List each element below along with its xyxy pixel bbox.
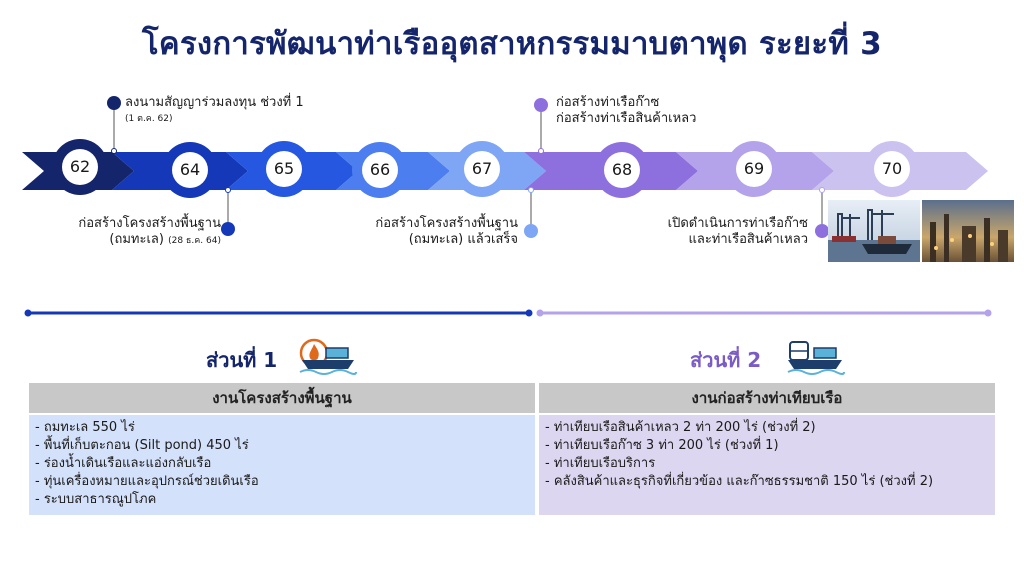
year-circle <box>266 151 302 187</box>
year-circle <box>62 149 98 185</box>
event-date: (1 ต.ค. 62) <box>125 114 173 124</box>
list-item: - ทุ่นเครื่องหมายและอุปกรณ์ช่วยเดินเรือ <box>35 474 259 489</box>
year-label: 70 <box>881 159 903 178</box>
event-text: ก่อสร้างโครงสร้างพื้นฐาน <box>375 216 518 231</box>
event-dot <box>534 98 548 112</box>
event-dot <box>815 224 829 238</box>
event-note-infra-start: ก่อสร้างโครงสร้างพื้นฐาน (ถมทะเล) (28 ธ.… <box>78 216 221 249</box>
list-item: - ร่องน้ำเดินเรือและแอ่งกลับเรือ <box>35 456 212 471</box>
list-item: - ท่าเทียบเรือสินค้าเหลว 2 ท่า 200 ไร่ (… <box>545 420 816 435</box>
event-text: และท่าเรือสินค้าเหลว <box>688 232 808 247</box>
year-label: 68 <box>611 160 633 179</box>
year-label: 66 <box>369 160 391 179</box>
event-date: (28 ธ.ค. 64) <box>168 236 221 246</box>
list-item: - ระบบสาธารณูปโภค <box>35 492 157 507</box>
ship-tank-icon <box>787 341 845 375</box>
list-item: - ท่าเทียบเรือบริการ <box>545 456 656 471</box>
event-note-port-construction: ก่อสร้างท่าเรือก๊าซ ก่อสร้างท่าเรือสินค้… <box>556 95 696 127</box>
event-dot <box>221 222 235 236</box>
event-text: ลงนามสัญญาร่วมลงทุน ช่วงที่ 1 <box>125 95 304 110</box>
event-note-infra-done: ก่อสร้างโครงสร้างพื้นฐาน (ถมทะเล) แล้วเส… <box>375 216 518 248</box>
part1-divider-end <box>24 309 32 317</box>
event-dot <box>524 224 538 238</box>
list-item: - คลังสินค้าและธุรกิจที่เกี่ยวข้อง และก๊… <box>545 474 934 489</box>
list-item: - ท่าเทียบเรือก๊าซ 3 ท่า 200 ไร่ (ช่วงที… <box>545 438 779 453</box>
ship-fire-icon <box>299 338 357 375</box>
event-tick <box>528 187 534 193</box>
port-crane-photo <box>828 200 920 262</box>
event-tick <box>538 148 544 154</box>
year-circle <box>874 151 910 187</box>
part1-divider-end <box>525 309 533 317</box>
part2-divider-end <box>536 309 544 317</box>
year-label: 64 <box>179 160 201 179</box>
year-label: 65 <box>273 159 295 178</box>
event-note-operation: เปิดดำเนินการท่าเรือก๊าซ และท่าเรือสินค้… <box>668 216 808 248</box>
year-circle <box>604 152 640 188</box>
year-label: 67 <box>471 159 493 178</box>
part1-header: งานโครงสร้างพื้นฐาน <box>29 383 535 413</box>
event-note-sign-contract: ลงนามสัญญาร่วมลงทุน ช่วงที่ 1 (1 ต.ค. 62… <box>125 95 304 127</box>
part2-header: งานก่อสร้างท่าเทียบเรือ <box>539 383 995 413</box>
event-tick <box>111 148 117 154</box>
part2-title: ส่วนที่ 2 <box>690 348 762 372</box>
refinery-photo <box>922 200 1014 262</box>
part1-list: - ถมทะเล 550 ไร่ - พื้นที่เก็บตะกอน (Sil… <box>29 415 535 515</box>
event-text: ก่อสร้างท่าเรือก๊าซ <box>556 95 660 110</box>
part2-divider-end <box>984 309 992 317</box>
event-text: ก่อสร้างท่าเรือสินค้าเหลว <box>556 111 697 126</box>
part1-title: ส่วนที่ 1 <box>206 348 278 372</box>
event-text: ก่อสร้างโครงสร้างพื้นฐาน <box>78 216 221 231</box>
year-label: 62 <box>69 157 91 176</box>
event-dot <box>107 96 121 110</box>
year-circle <box>172 152 208 188</box>
list-item: - พื้นที่เก็บตะกอน (Silt pond) 450 ไร่ <box>35 438 249 453</box>
event-tick <box>225 187 231 193</box>
list-item: - ถมทะเล 550 ไร่ <box>35 420 135 435</box>
event-text: (ถมทะเล) แล้วเสร็จ <box>408 232 518 247</box>
page-title: โครงการพัฒนาท่าเรืออุตสาหกรรมมาบตาพุด ระ… <box>141 26 883 62</box>
year-circle <box>362 152 398 188</box>
timeline-graphic <box>22 96 992 317</box>
event-text: (ถมทะเล) <box>109 232 164 247</box>
year-circle <box>464 151 500 187</box>
event-text: เปิดดำเนินการท่าเรือก๊าซ <box>667 216 808 231</box>
year-label: 69 <box>743 159 765 178</box>
event-tick <box>819 187 825 193</box>
year-circle <box>736 151 772 187</box>
part2-list: - ท่าเทียบเรือสินค้าเหลว 2 ท่า 200 ไร่ (… <box>539 415 995 515</box>
